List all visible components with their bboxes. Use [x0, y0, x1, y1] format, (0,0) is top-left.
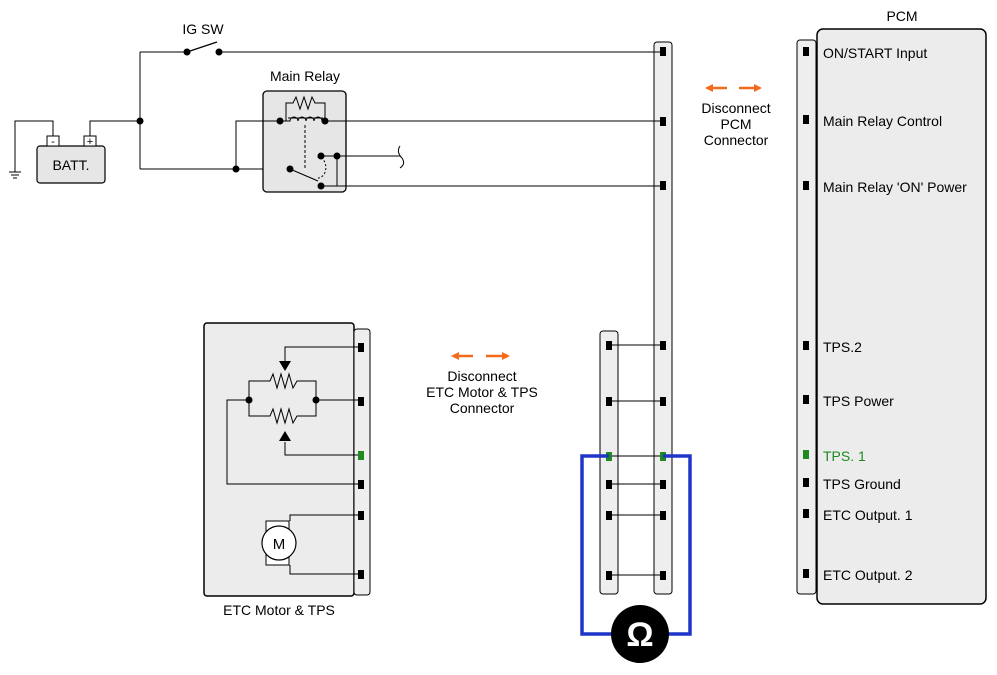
etc-pin-active	[358, 451, 364, 460]
pcm-pin-label-tps2: TPS.2	[823, 339, 862, 355]
pcm-pin	[803, 569, 809, 578]
meter-lead-right	[663, 454, 692, 636]
harness-etc-pin	[606, 571, 612, 580]
battery-positive-sign: +	[87, 136, 93, 148]
harness-etc-pin	[606, 511, 612, 520]
motor-label: M	[273, 536, 286, 553]
pcm-pin	[803, 395, 809, 404]
tps-wiper-arrow-down	[279, 361, 291, 371]
etc-pin	[358, 480, 364, 489]
ig-switch-label: IG SW	[182, 21, 224, 37]
etc-note-line-2: ETC Motor & TPS	[426, 384, 538, 400]
pcm-pin-label-tps-power: TPS Power	[823, 393, 894, 409]
pcm-pin-active	[803, 450, 809, 459]
harness-pin	[660, 47, 666, 56]
harness-pin	[660, 480, 666, 489]
etc-connector	[353, 328, 371, 596]
harness-etc-pin	[606, 341, 612, 350]
pcm-pin-label-main-relay-control: Main Relay Control	[823, 113, 942, 129]
etc-pin	[358, 397, 364, 406]
harness-etc-connector	[599, 330, 619, 595]
harness-pin	[660, 511, 666, 520]
pcm-pin-label-tps1: TPS. 1	[823, 448, 866, 464]
battery-negative-sign: -	[51, 136, 55, 148]
pcm-note-line-1: Disconnect	[701, 100, 770, 116]
pcm-pin-label-on-start: ON/START Input	[823, 45, 927, 61]
wire-break-icon	[397, 145, 405, 169]
pcm-pin-label-main-relay-on-power: Main Relay 'ON' Power	[823, 179, 967, 195]
etc-note-line-3: Connector	[450, 400, 515, 416]
pcm-pin-label-tps-ground: TPS Ground	[823, 476, 901, 492]
pcm-pin	[803, 115, 809, 124]
pcm-box	[816, 28, 987, 605]
etc-pin	[358, 511, 364, 520]
pcm-pin	[803, 478, 809, 487]
pcm-pin-label-etc-output-2: ETC Output. 2	[823, 567, 913, 583]
ohm-symbol: Ω	[626, 616, 653, 654]
etc-box-label: ETC Motor & TPS	[223, 602, 335, 618]
relay-node	[317, 182, 325, 190]
harness-etc-pin	[606, 397, 612, 406]
tps-wiper-arrow-up	[279, 431, 291, 441]
battery-label: BATT.	[52, 157, 89, 173]
tps-node	[245, 396, 253, 404]
harness-etc-pin	[606, 480, 612, 489]
pcm-connector	[796, 39, 817, 595]
battery	[36, 145, 106, 184]
pcm-pin-label-etc-output-1: ETC Output. 1	[823, 507, 913, 523]
relay-node	[333, 152, 341, 160]
harness-pin	[660, 571, 666, 580]
pcm-pin	[803, 181, 809, 190]
tps-node	[312, 396, 320, 404]
harness-pin	[660, 397, 666, 406]
harness-pin	[660, 181, 666, 190]
relay-wires	[235, 120, 660, 187]
etc-note-line-1: Disconnect	[447, 368, 516, 384]
pcm-note-line-2: PCM	[720, 116, 751, 132]
motor-icon	[261, 525, 297, 561]
ground-icon	[9, 120, 54, 179]
harness-pin	[660, 341, 666, 350]
pcm-title: PCM	[886, 8, 917, 24]
tps-sensor	[226, 346, 358, 485]
harness-wires	[612, 344, 660, 576]
meter-lead-left	[580, 454, 612, 636]
ohmmeter-icon	[611, 605, 669, 663]
battery-feed-wires	[89, 51, 290, 170]
etc-pin	[358, 343, 364, 352]
pcm-pin	[803, 509, 809, 518]
pcm-pin	[803, 341, 809, 350]
relay-node	[286, 165, 294, 173]
relay-node	[317, 152, 325, 160]
etc-pin	[358, 570, 364, 579]
harness-pin	[660, 117, 666, 126]
main-relay-label: Main Relay	[270, 68, 340, 84]
junction-dot	[136, 117, 144, 125]
ig-switch	[183, 41, 223, 56]
pcm-pin-list: ON/START Input Main Relay Control Main R…	[803, 45, 967, 583]
pcm-note-line-3: Connector	[704, 132, 769, 148]
pcm-pin	[803, 47, 809, 56]
